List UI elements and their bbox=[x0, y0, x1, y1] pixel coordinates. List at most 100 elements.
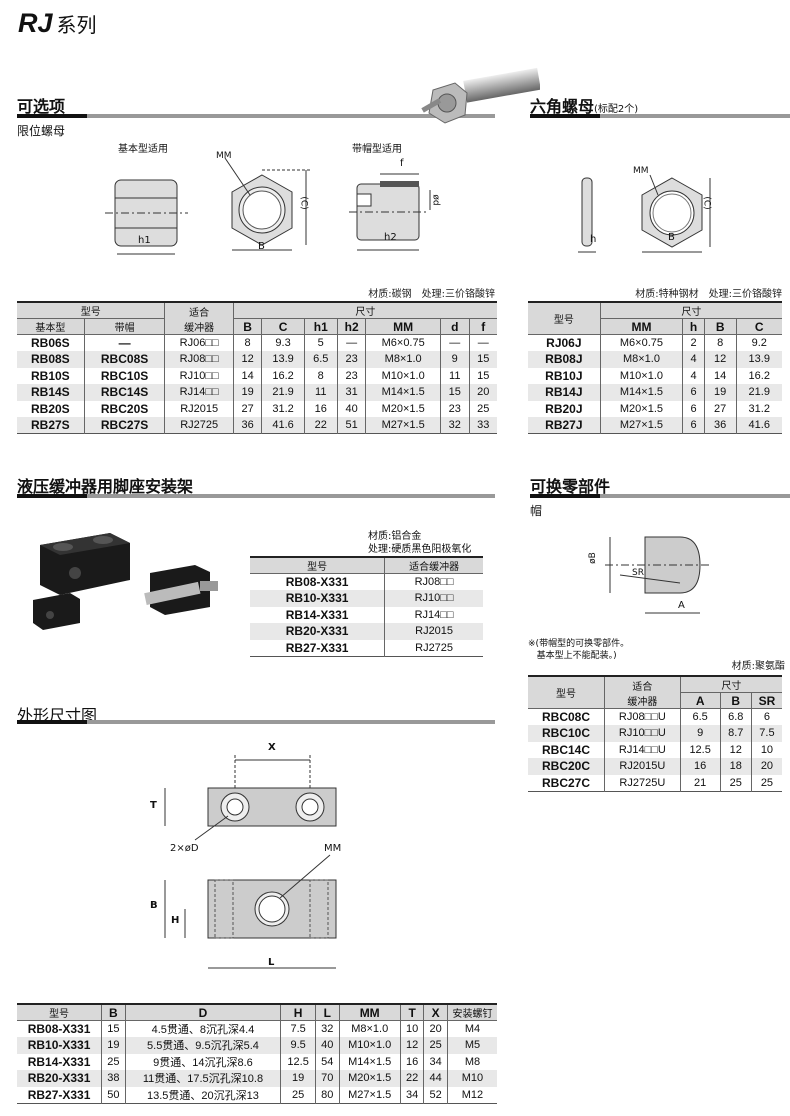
table-cell: 15 bbox=[101, 1020, 126, 1037]
table-cell: 16.2 bbox=[735, 367, 782, 384]
table-cell: M14×1.5 bbox=[365, 384, 441, 401]
table-cell: 34 bbox=[399, 1086, 424, 1103]
table-cell: 19 bbox=[280, 1070, 316, 1087]
table-cell: RJ2725U bbox=[604, 774, 681, 791]
table-cell: 27 bbox=[703, 400, 736, 417]
table-cell: 12 bbox=[719, 741, 752, 758]
table-cell: 9.3 bbox=[261, 334, 305, 351]
subtitle-cap: 帽 bbox=[530, 504, 543, 518]
table-cell: 21.9 bbox=[735, 384, 782, 401]
table-cell: 36 bbox=[232, 417, 262, 434]
table-cell: M8×1.0 bbox=[599, 351, 683, 368]
table-cell: RB20-X331 bbox=[17, 1070, 102, 1087]
table-cell: 16 bbox=[399, 1053, 424, 1070]
material-note: 材质:碳钢 处理:三价铬酸锌 bbox=[368, 289, 495, 300]
table-cell: RBC10S bbox=[83, 367, 165, 384]
table-cell: 51 bbox=[336, 417, 366, 434]
col-fit: 适合缓冲器 bbox=[604, 676, 681, 709]
table-cell: 15 bbox=[468, 367, 497, 384]
table-cell: 10 bbox=[399, 1020, 424, 1037]
hex-dim-mm: MM bbox=[633, 166, 649, 176]
table-cell: 38 bbox=[101, 1070, 126, 1087]
table-cell: 27 bbox=[232, 400, 262, 417]
dim-t: T bbox=[150, 800, 157, 811]
col-mm: MM bbox=[338, 1004, 401, 1021]
cap-material-note: 材质:聚氨酯 bbox=[731, 661, 785, 672]
table-cell: 8 bbox=[303, 367, 338, 384]
table-cell: RJ2015 bbox=[384, 623, 483, 640]
cap-note: ※(带帽型的可换零部件。 基本型上不能配装。) bbox=[528, 639, 630, 661]
table-cell: 6 bbox=[682, 384, 705, 401]
table-cell: 33 bbox=[468, 417, 497, 434]
col-b: B bbox=[232, 318, 263, 335]
table-cell: 31.2 bbox=[735, 400, 782, 417]
table-cell: RB14J bbox=[528, 384, 601, 401]
table-cell: 9.5 bbox=[280, 1037, 316, 1054]
cap-label: 带帽型适用 bbox=[352, 144, 402, 155]
table-cell: M4 bbox=[446, 1020, 497, 1037]
table-cell: 9.2 bbox=[735, 334, 782, 351]
col-b: B bbox=[703, 318, 737, 335]
table-cell: 15 bbox=[468, 351, 497, 368]
table-cell: 7.5 bbox=[280, 1020, 316, 1037]
table-cell: 20 bbox=[468, 384, 497, 401]
section-title-hex-nut: 六角螺母(标配2个) bbox=[530, 97, 639, 116]
table-cell: RJ10□□ bbox=[164, 367, 234, 384]
table-cell: 25 bbox=[468, 400, 497, 417]
table-cell: 52 bbox=[423, 1086, 448, 1103]
table-cell: 12 bbox=[703, 351, 736, 368]
table-cell: 40 bbox=[336, 400, 366, 417]
table-cell: 4 bbox=[682, 351, 705, 368]
bracket-photo bbox=[33, 533, 218, 630]
col-size: 尺寸 bbox=[599, 302, 782, 319]
table-cell: 32 bbox=[439, 417, 470, 434]
hex-nut-drawing bbox=[578, 174, 711, 253]
table-cell: RJ14□□ bbox=[164, 384, 234, 401]
table-cell: 11 bbox=[303, 384, 338, 401]
table-cell: 18 bbox=[719, 758, 752, 775]
section-divider bbox=[17, 494, 495, 498]
table-cell: RB27S bbox=[17, 417, 85, 434]
table-cell: RJ10□□U bbox=[604, 725, 681, 742]
series-name: RJ bbox=[18, 8, 53, 38]
dim-d: ød bbox=[430, 194, 441, 206]
table-cell: 14 bbox=[703, 367, 736, 384]
col-fit: 适合缓冲器 bbox=[384, 557, 483, 574]
table-cell: 23 bbox=[439, 400, 470, 417]
table-cell: 11 bbox=[439, 367, 470, 384]
table-cell: 25 bbox=[423, 1037, 448, 1054]
table-cell: RBC27S bbox=[83, 417, 165, 434]
col-model: 型号 bbox=[17, 1004, 103, 1021]
section-title-options: 可选项 bbox=[17, 97, 66, 116]
cap-drawing bbox=[605, 536, 710, 614]
col-b: B bbox=[101, 1004, 126, 1021]
cap-dim-a: A bbox=[678, 600, 685, 611]
table-cell: RJ2015 bbox=[164, 400, 234, 417]
table-cell: M8×1.0 bbox=[365, 351, 441, 368]
table-cell: M12 bbox=[446, 1086, 497, 1103]
table-cell: RBC20S bbox=[83, 400, 165, 417]
col-model: 型号 bbox=[17, 302, 166, 319]
dim-mm: MM bbox=[324, 843, 342, 854]
section-divider bbox=[17, 720, 495, 724]
table-cell: RJ08□□U bbox=[604, 708, 681, 725]
col-size: 尺寸 bbox=[679, 676, 782, 693]
table-cell: — bbox=[83, 334, 165, 351]
table-cell: 12 bbox=[399, 1037, 424, 1054]
table-cell: RB27-X331 bbox=[285, 640, 349, 655]
table-cell: M27×1.5 bbox=[599, 417, 683, 434]
table-cell: M20×1.5 bbox=[365, 400, 441, 417]
